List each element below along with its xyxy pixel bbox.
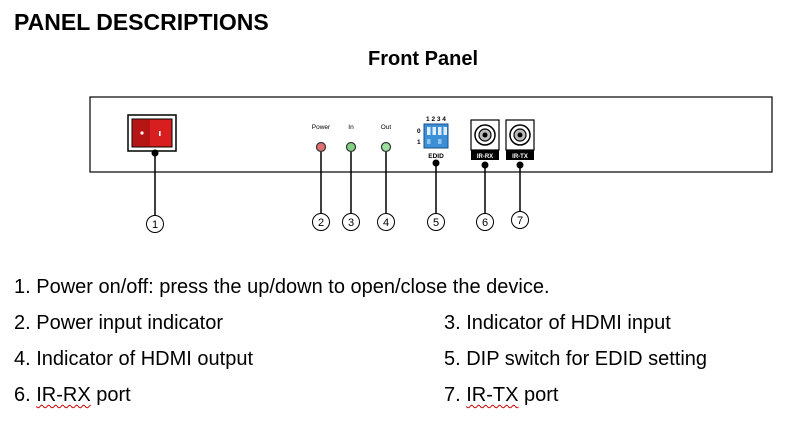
callout-1: 1 [146, 215, 164, 233]
description-item-6: 6. IR-RX port [14, 383, 131, 407]
svg-text:6: 6 [482, 217, 488, 229]
callout-5: 5 [427, 213, 445, 231]
svg-text:5: 5 [433, 217, 439, 229]
ir-rx-port [470, 119, 500, 160]
callout-6: 6 [476, 213, 494, 231]
svg-text:2: 2 [318, 217, 324, 229]
ir-tx-port [505, 119, 535, 160]
page-title: PANEL DESCRIPTIONS [14, 9, 269, 35]
led-label-in: In [348, 124, 354, 131]
dip-switch [423, 123, 449, 149]
dip-label: EDID [428, 153, 444, 160]
item-6-suffix: port [90, 384, 131, 406]
led-label-out: Out [381, 124, 392, 131]
item-7-prefix: 7. [444, 384, 467, 406]
description-item-5: 5. DIP switch for EDID setting [444, 348, 708, 370]
svg-text:3: 3 [348, 217, 354, 229]
callout-7: 7 [511, 211, 529, 229]
led-power [315, 141, 327, 153]
callout-2: 2 [312, 213, 330, 231]
description-item-3: 3. Indicator of HDMI input [444, 312, 671, 334]
item-6-term: IR-RX [36, 384, 91, 406]
description-item-2: 2. Power input indicator [14, 312, 224, 334]
ir-tx-label: IR-TX [512, 154, 528, 160]
item-7-term: IR-TX [466, 384, 519, 406]
ir-rx-label: IR-RX [477, 154, 493, 160]
led-in [345, 141, 357, 153]
callout-4: 4 [377, 213, 395, 231]
power-rocker-switch [127, 114, 177, 152]
svg-text:1: 1 [152, 219, 158, 231]
description-item-1: 1. Power on/off: press the up/down to op… [14, 276, 550, 298]
leader-lines [151, 149, 524, 215]
item-6-prefix: 6. [14, 384, 37, 406]
section-subtitle: Front Panel [367, 48, 478, 70]
callout-3: 3 [342, 213, 360, 231]
dip-numbers: 1 2 3 4 [426, 116, 446, 123]
svg-text:7: 7 [517, 215, 523, 227]
led-out [380, 141, 392, 153]
dip-row-0: 0 [417, 128, 421, 135]
dip-row-1: 1 [417, 139, 421, 146]
item-7-suffix: port [518, 384, 559, 406]
svg-text:4: 4 [383, 217, 389, 229]
description-item-7: 7. IR-TX port [444, 383, 559, 407]
description-item-4: 4. Indicator of HDMI output [14, 348, 254, 370]
led-label-power: Power [312, 124, 331, 131]
